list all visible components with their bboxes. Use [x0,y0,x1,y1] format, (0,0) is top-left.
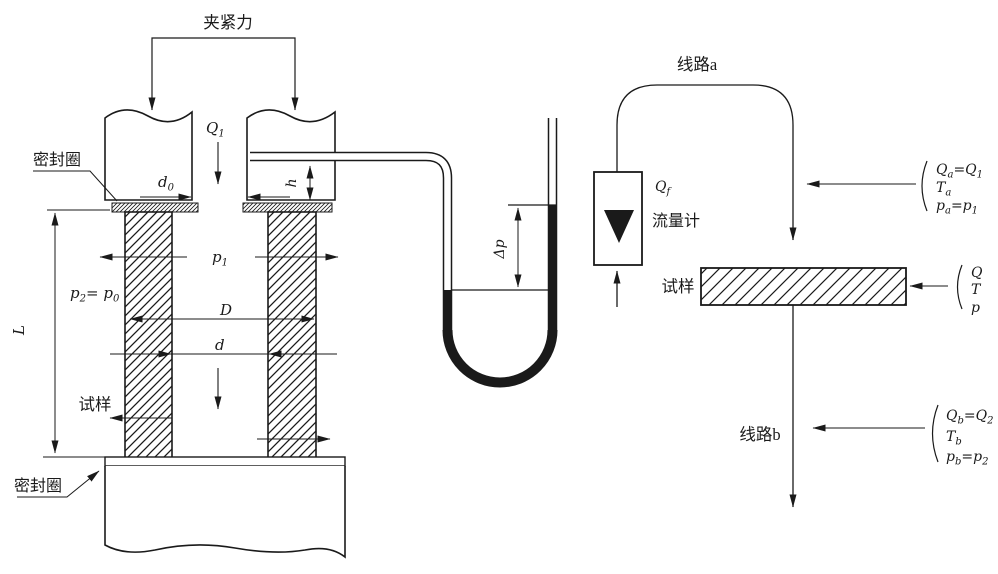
q1-label: Q1 [206,119,225,140]
flowmeter-label: 流量计 [652,212,700,230]
specimen-wall-right [267,211,317,459]
dp-label: Δp [492,239,508,259]
line-b-label: 线路b [739,425,780,444]
flow-schematic: 线路a Qf 流量计 试样 线路b Qa=Q1 Ta pa=p1 Q T p Q… [593,55,993,508]
state-a-line-1: Qa=Q1 [936,162,983,181]
seal-ring-bottom-leader [17,470,100,498]
specimen-label-right: 试样 [662,277,695,296]
manometer-u-bend-liquid [442,329,558,388]
manometer-tube-core [250,153,451,290]
L-label: L [10,325,28,336]
state-a-line-3: pa=p1 [936,198,978,217]
clamp-force-label: 夹紧力 [203,13,253,32]
specimen-label-left: 试样 [79,395,112,414]
state-m-line-1: Q [971,265,983,281]
seal-strip-right [242,202,333,213]
state-b-line-1: Qb=Q2 [946,408,993,427]
seal-ring-top-label: 密封圈 [33,151,81,169]
line-a-path [616,84,797,241]
p1-label: p1 [212,248,228,269]
manometer: Δp [250,118,558,388]
clamp-block-left [104,109,193,201]
specimen-bar [700,267,907,306]
base-seal-plate [104,456,346,467]
D-label: D [219,301,232,319]
d0-label: d0 [158,173,175,194]
qf-label: Qf [655,179,672,198]
d-label: d [215,336,225,354]
base-block [104,466,346,559]
seal-ring-bottom-label: 密封圈 [14,477,62,495]
state-m-line-3: p [971,300,980,316]
clamp-force-bracket-arrows [148,37,299,111]
state-a-line-2: Ta [936,180,951,199]
specimen-wall-left [124,211,173,459]
seal-ring-top-leader [33,170,118,202]
state-b-line-3: pb=p2 [946,449,988,468]
p2-label: p2= p0 [70,284,120,305]
line-a-label: 线路a [677,55,718,74]
state-m-line-2: T [971,282,982,298]
state-m-brace [956,264,963,310]
state-a-brace [921,160,928,212]
state-b-line-2: Tb [946,429,962,448]
test-fixture: 夹紧力 Q1 密封圈 d0 h p1 p2= p0 L [10,13,346,559]
flowmeter-float-icon [604,210,634,243]
seal-strip-left [111,202,199,213]
h-label: h [284,178,300,187]
state-b-brace [931,404,939,463]
